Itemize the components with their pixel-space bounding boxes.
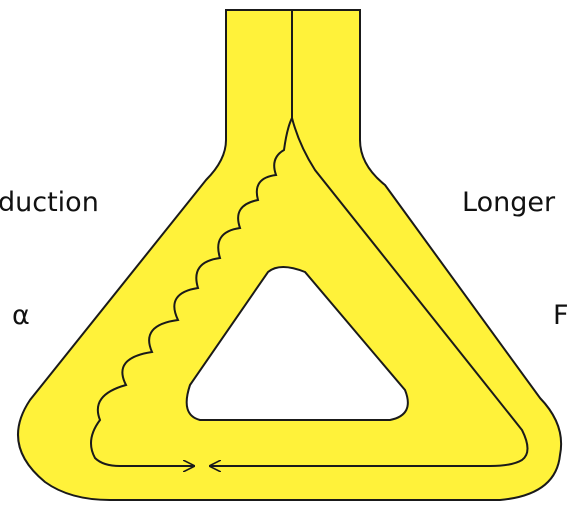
label-left-top: duction: [0, 187, 99, 218]
conduit-shape: [18, 10, 561, 500]
label-left-bottom: α: [12, 300, 30, 331]
label-right-bottom: F: [553, 300, 567, 331]
label-right-top: Longer: [462, 187, 556, 218]
